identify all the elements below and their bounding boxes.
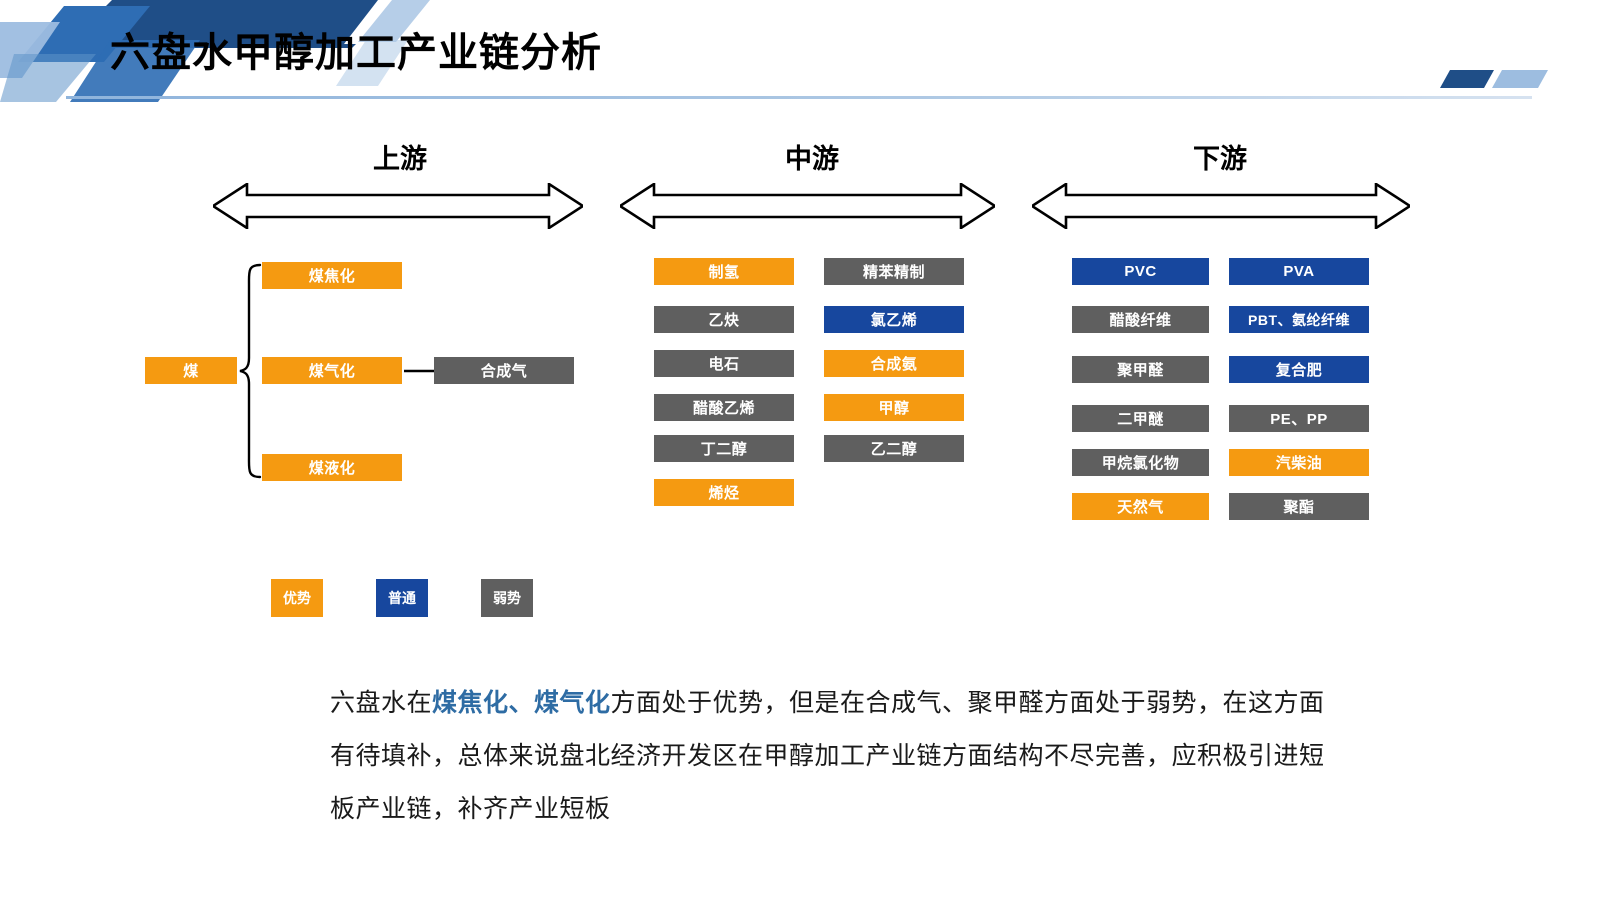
midstream-node-calcium-carbide[interactable]: 电石	[654, 350, 794, 377]
upstream-branch-coking[interactable]: 煤焦化	[262, 262, 402, 289]
segment-title-midstream: 中游	[785, 144, 839, 174]
legend-item-advantage: 优势	[271, 579, 323, 617]
segment-title-upstream: 上游	[373, 144, 427, 174]
midstream-node-refined-benzene[interactable]: 精苯精制	[824, 258, 964, 285]
midstream-node-synthetic-ammonia[interactable]: 合成氨	[824, 350, 964, 377]
upstream-source-coal[interactable]: 煤	[145, 357, 237, 384]
summary-line2: 处于弱势，在这方面有待填补，总体来说盘北经济开发区在甲醇加工	[330, 688, 1325, 770]
midstream-node-hydrogen[interactable]: 制氢	[654, 258, 794, 285]
summary-line1-suffix: 方面处于优势，但是在合成气、聚甲醛方面	[610, 688, 1096, 717]
legend-item-normal: 普通	[376, 579, 428, 617]
midstream-node-olefins[interactable]: 烯烃	[654, 479, 794, 506]
midstream-node-acetylene[interactable]: 乙炔	[654, 306, 794, 333]
downstream-node-pe-pp[interactable]: PE、PP	[1229, 405, 1369, 432]
midstream-node-butanediol[interactable]: 丁二醇	[654, 435, 794, 462]
segment-arrow-upstream	[213, 183, 583, 229]
downstream-node-compound-fertilizer[interactable]: 复合肥	[1229, 356, 1369, 383]
downstream-node-pvc[interactable]: PVC	[1072, 258, 1209, 285]
header-decoration-accent	[330, 0, 470, 102]
midstream-node-ethylene-glycol[interactable]: 乙二醇	[824, 435, 964, 462]
segment-arrow-downstream	[1032, 183, 1410, 229]
downstream-node-dimethyl-ether[interactable]: 二甲醚	[1072, 405, 1209, 432]
title-underline	[66, 96, 1532, 99]
summary-line1-prefix: 六盘水在	[330, 688, 433, 717]
header-decoration-right	[1436, 68, 1556, 90]
downstream-node-chloromethanes[interactable]: 甲烷氯化物	[1072, 449, 1209, 476]
page-header: 六盘水甲醇加工产业链分析	[0, 0, 1600, 102]
page-title: 六盘水甲醇加工产业链分析	[110, 31, 602, 75]
upstream-brace	[238, 262, 264, 480]
segment-title-downstream: 下游	[1193, 144, 1247, 174]
downstream-node-natural-gas[interactable]: 天然气	[1072, 493, 1209, 520]
summary-line3: 产业链方面结构不尽完善，应积极引进短板产业链，补齐产业短板	[330, 741, 1325, 823]
summary-line1-highlight: 煤焦化、煤气化	[432, 688, 611, 717]
downstream-node-pbt-spandex[interactable]: PBT、氨纶纤维	[1229, 306, 1369, 333]
midstream-node-vinyl-chloride[interactable]: 氯乙烯	[824, 306, 964, 333]
midstream-node-methanol[interactable]: 甲醇	[824, 394, 964, 421]
upstream-output-syngas[interactable]: 合成气	[434, 357, 574, 384]
summary-paragraph: 六盘水在煤焦化、煤气化方面处于优势，但是在合成气、聚甲醛方面处于弱势，在这方面有…	[330, 676, 1340, 835]
segment-arrow-midstream	[620, 183, 995, 229]
upstream-branch-liquefaction[interactable]: 煤液化	[262, 454, 402, 481]
midstream-node-vinyl-acetate[interactable]: 醋酸乙烯	[654, 394, 794, 421]
upstream-branch-gasification[interactable]: 煤气化	[262, 357, 402, 384]
downstream-node-gasoline-diesel[interactable]: 汽柴油	[1229, 449, 1369, 476]
downstream-node-pva[interactable]: PVA	[1229, 258, 1369, 285]
downstream-node-polyoxymethylene[interactable]: 聚甲醛	[1072, 356, 1209, 383]
downstream-node-acetate-fiber[interactable]: 醋酸纤维	[1072, 306, 1209, 333]
legend-item-weak: 弱势	[481, 579, 533, 617]
header-decoration-left	[0, 0, 420, 102]
downstream-node-polyester[interactable]: 聚酯	[1229, 493, 1369, 520]
